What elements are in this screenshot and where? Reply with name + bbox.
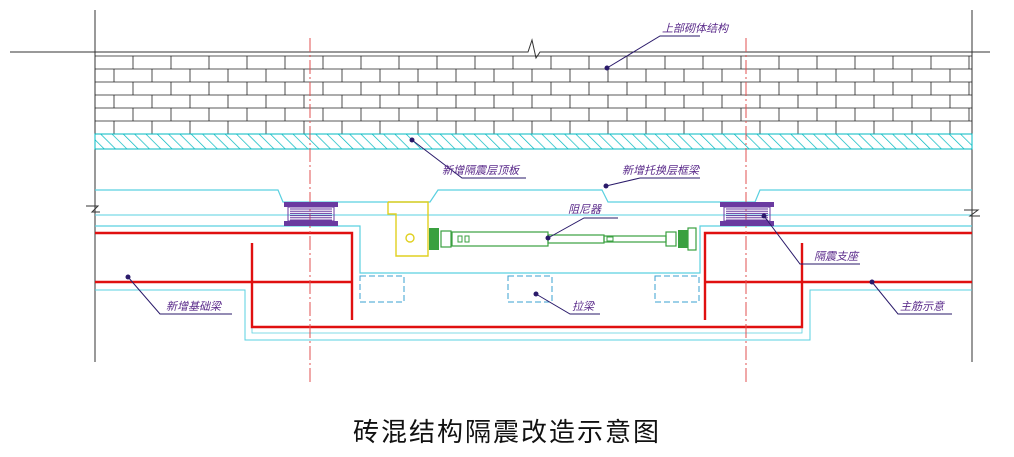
leader-bearing xyxy=(763,215,860,265)
leader-damper xyxy=(547,217,618,239)
top-slab-hatch xyxy=(94,133,973,150)
leader-top-slab xyxy=(411,139,526,179)
top-break-line xyxy=(10,38,990,60)
dot-tie xyxy=(533,291,539,297)
leader-foundation xyxy=(127,276,232,315)
dot-transfer-beam xyxy=(603,183,609,189)
dot-rebar xyxy=(869,279,875,285)
label-bearing: 隔震支座 xyxy=(814,250,860,263)
label-tie-beam: 拉梁 xyxy=(572,300,595,313)
label-transfer-beam: 新增托换层框梁 xyxy=(622,164,700,177)
leader-transfer-beam xyxy=(605,177,700,187)
tie-box-1 xyxy=(359,275,405,303)
isolation-bearing-left xyxy=(284,202,338,226)
dot-damper xyxy=(545,235,551,241)
transfer-beam-outline xyxy=(95,189,972,203)
dot-foundation xyxy=(125,274,131,280)
label-foundation-beam: 新增基础梁 xyxy=(166,300,222,313)
label-top-slab: 新增隔震层顶板 xyxy=(442,164,521,177)
right-break-mark xyxy=(964,209,980,217)
dot-top-slab xyxy=(409,137,415,143)
isolation-bearing-right xyxy=(720,202,774,226)
left-break-mark xyxy=(86,205,100,213)
rebar-left-top xyxy=(95,231,354,320)
dot-masonry xyxy=(604,65,610,71)
damper-bracket xyxy=(387,201,429,257)
foundation-beam-outline-lower xyxy=(95,289,972,341)
leader-rebar xyxy=(871,281,952,315)
damper-body xyxy=(429,227,697,251)
label-masonry: 上部砌体结构 xyxy=(662,22,730,35)
rebar-left-vertical xyxy=(250,243,804,329)
leader-tie xyxy=(535,293,600,315)
label-rebar: 主筋示意 xyxy=(900,300,945,313)
tie-box-3 xyxy=(654,275,700,303)
masonry-bricks xyxy=(95,55,972,135)
dot-bearing xyxy=(761,213,767,219)
leader-masonry xyxy=(606,35,700,69)
tie-box-2 xyxy=(507,275,553,303)
label-damper: 阻尼器 xyxy=(568,203,602,216)
rebar-right-top xyxy=(703,231,972,320)
diagram-caption: 砖混结构隔震改造示意图 xyxy=(352,418,661,448)
